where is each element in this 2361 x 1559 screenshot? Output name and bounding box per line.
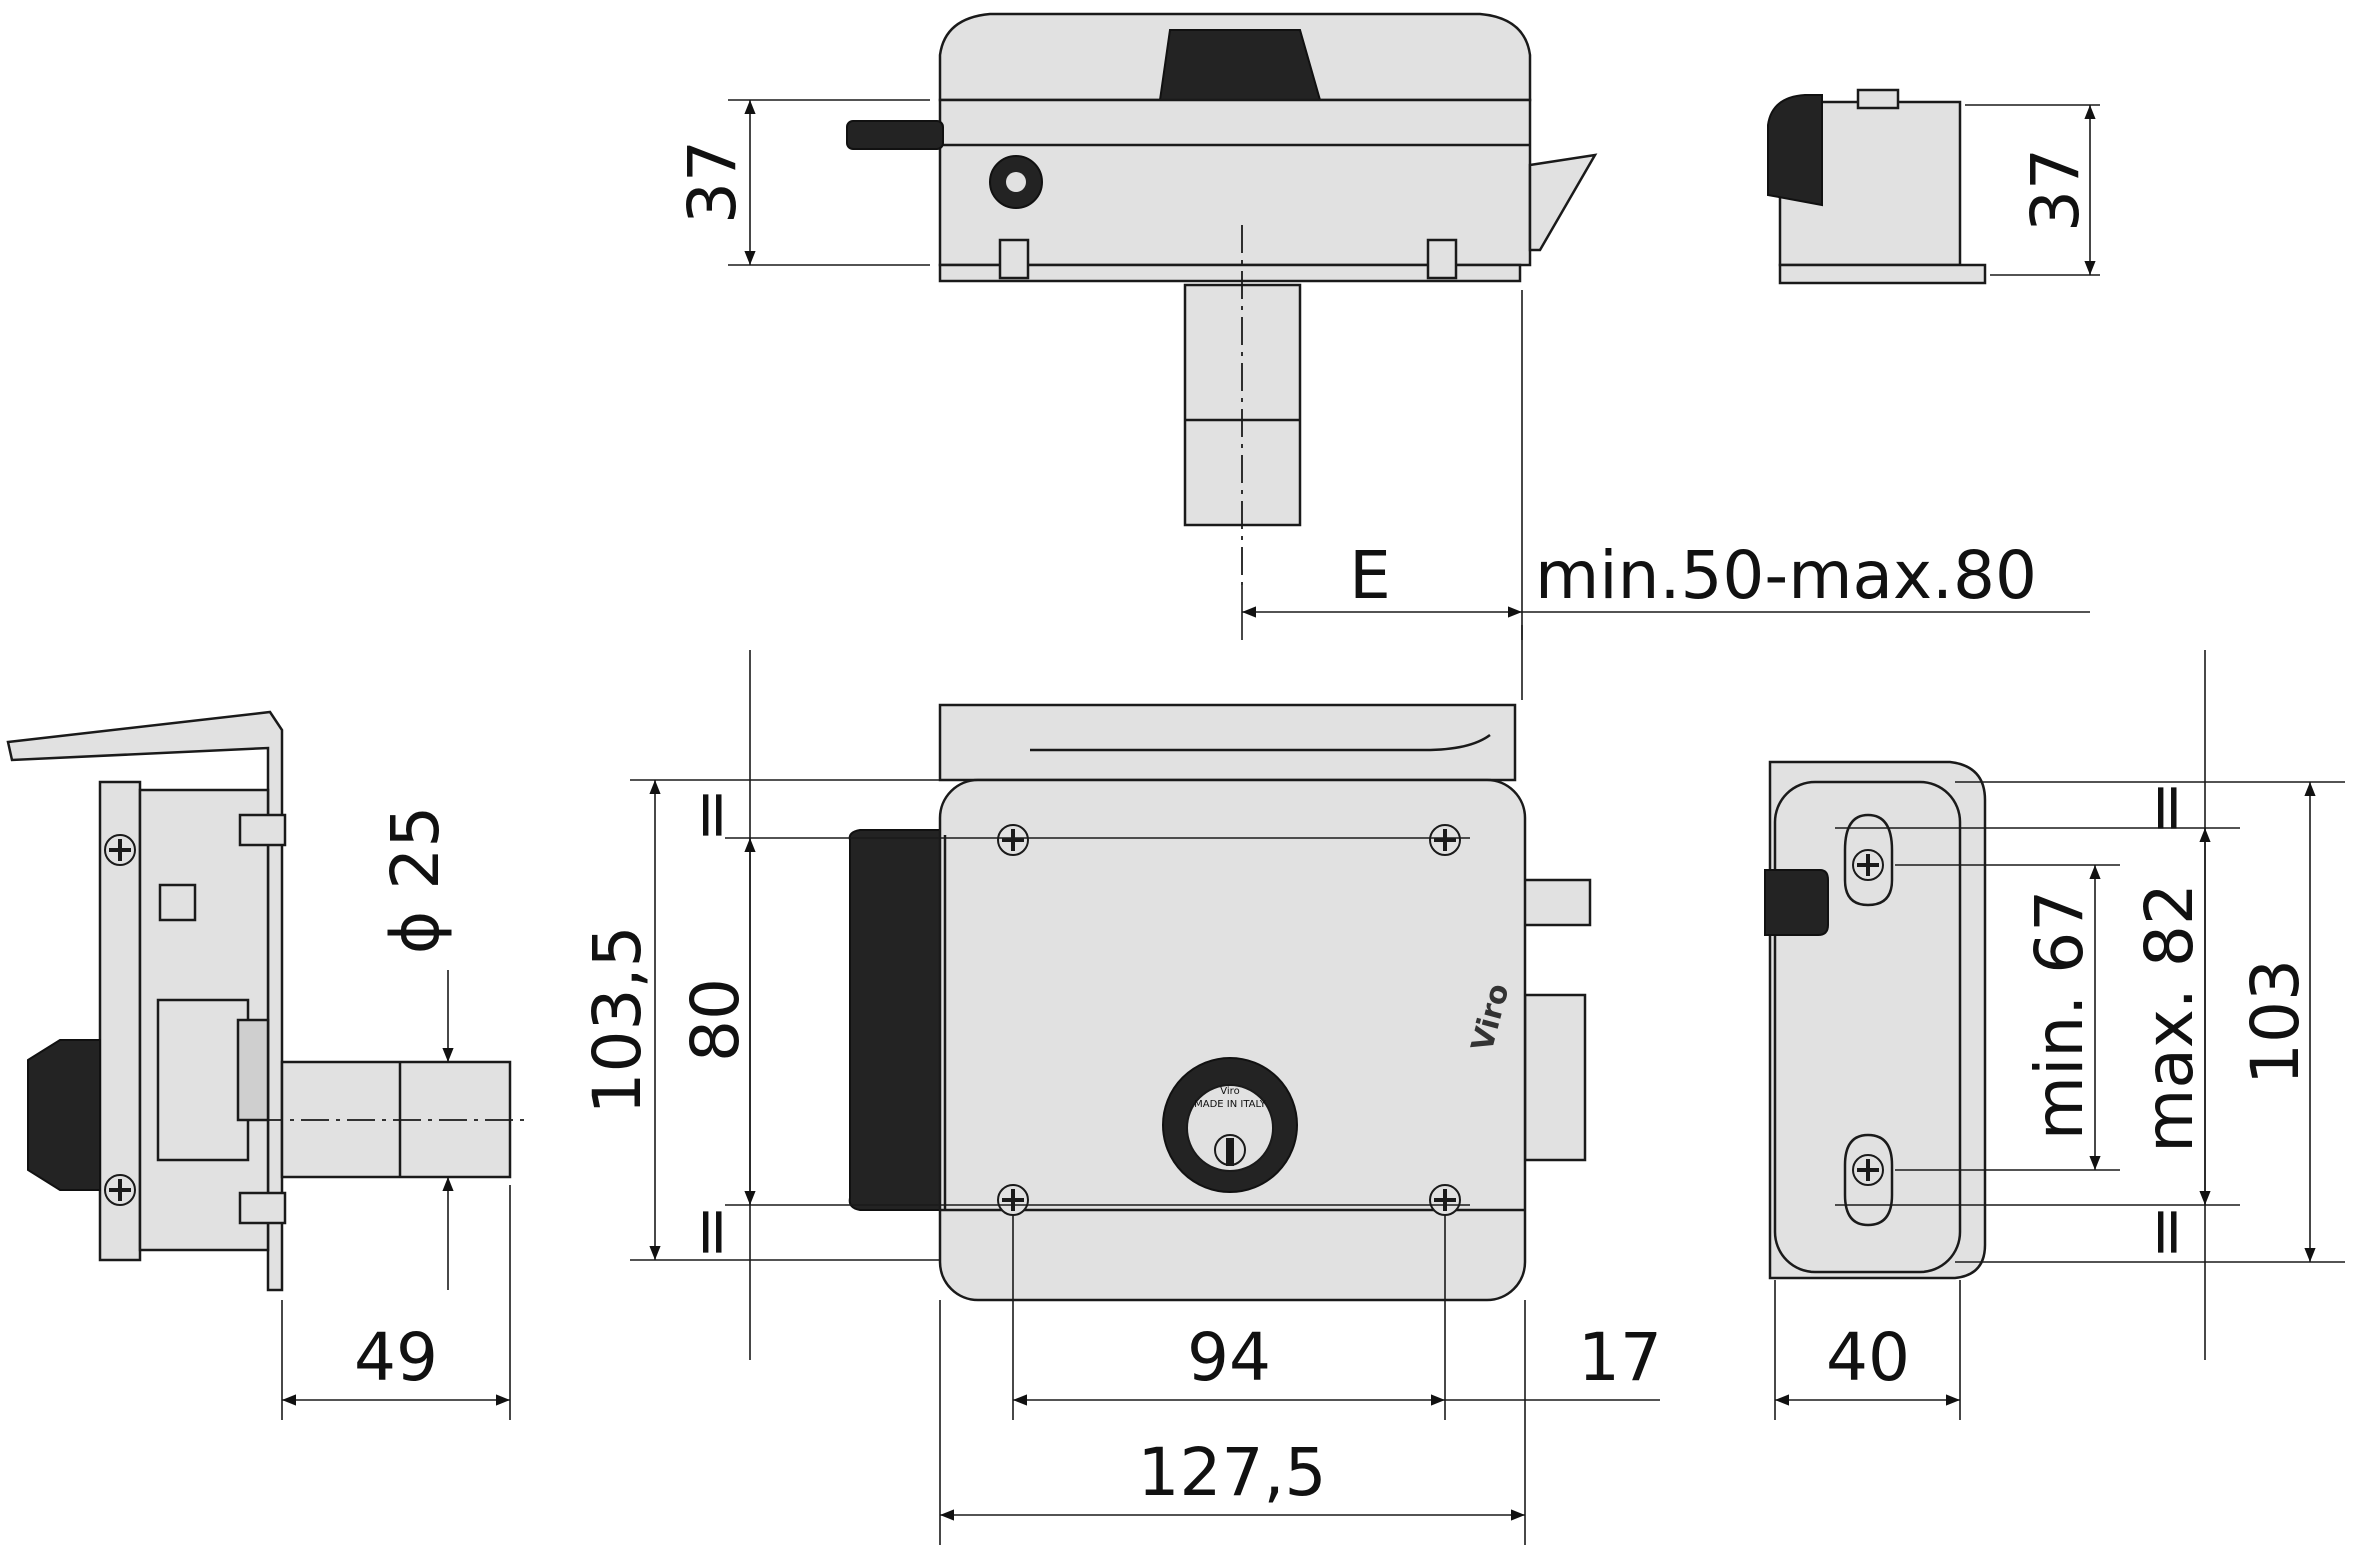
- top-handle: [1158, 29, 1322, 101]
- dim-keeper-min: min. 67: [2021, 890, 2098, 1140]
- release-lever: [846, 120, 944, 150]
- dim-keeper-height: 103: [2237, 959, 2314, 1085]
- dim-range-label: min.50-max.80: [1535, 537, 2037, 614]
- dim-height-inner: 80: [677, 978, 754, 1062]
- keeper-front-view: min. 67 max. 82 = = 103 40: [1764, 650, 2345, 1420]
- dim-left-width: 49: [354, 1319, 438, 1396]
- dim-top-height: 37: [674, 140, 751, 224]
- equal-mark-keeper-top: =: [2127, 780, 2204, 835]
- dim-height-total: 103,5: [579, 926, 656, 1115]
- dim-e-label: E: [1349, 537, 1391, 614]
- dim-keeper-max: max. 82: [2131, 883, 2208, 1153]
- equal-mark-keeper-bottom: =: [2127, 1204, 2204, 1259]
- equal-mark-top: =: [672, 787, 749, 842]
- top-view: 37 E min.50-max.80: [674, 12, 2090, 640]
- dim-hole-spacing: 94: [1187, 1319, 1271, 1396]
- cylinder-brand: Viro: [1220, 1086, 1239, 1097]
- keeper-top-view: 37: [1767, 88, 2100, 285]
- left-side-view: ϕ 25 49: [6, 710, 530, 1420]
- front-view: Viro Viro MADE IN ITALY 103,5 80 = = 94 …: [579, 625, 1662, 1545]
- dim-diameter: ϕ 25: [377, 806, 454, 955]
- release-button: [848, 829, 946, 1211]
- dim-side-offset: 17: [1578, 1319, 1662, 1396]
- dim-keeper-width: 40: [1826, 1319, 1910, 1396]
- cylinder-origin: MADE IN ITALY: [1194, 1099, 1267, 1110]
- equal-mark-bottom: =: [672, 1204, 749, 1259]
- dim-width-total: 127,5: [1138, 1434, 1327, 1511]
- dim-right-top-height: 37: [2017, 148, 2094, 232]
- lock-case-front: [938, 778, 1527, 1302]
